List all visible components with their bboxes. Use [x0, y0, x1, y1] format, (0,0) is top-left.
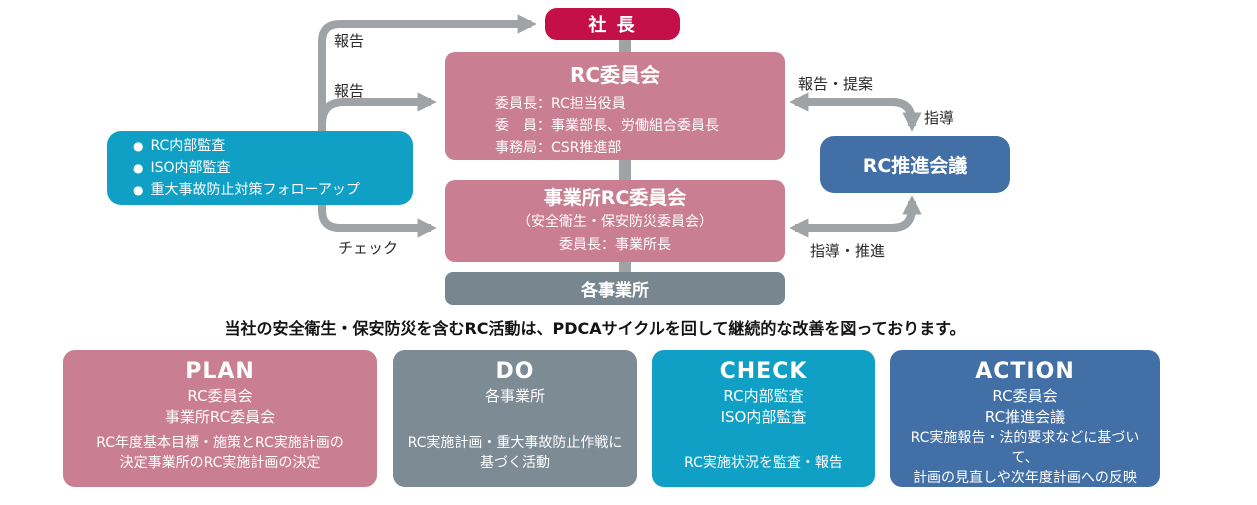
pdca-plan-desc-line: RC年度基本目標・施策とRC実施計画の [96, 435, 344, 451]
pdca-check-box: CHECK RC内部監査 ISO内部監査 RC実施状況を監査・報告 [652, 350, 875, 487]
audit-item: ● RC内部監査 [133, 135, 413, 157]
site-rc-title: 事業所RC委員会 [543, 187, 687, 209]
pdca-plan-desc-line: 決定事業所のRC実施計画の決定 [119, 455, 321, 471]
sites-box: 各事業所 [445, 272, 785, 305]
pdca-check-title: CHECK [719, 359, 808, 384]
arrow-up-into-promotion [891, 195, 922, 232]
pdca-plan-desc: RC年度基本目標・施策とRC実施計画の 決定事業所のRC実施計画の決定 [96, 433, 344, 473]
label-guidance-promotion: 指導・推進 [810, 242, 886, 260]
bullet-icon: ● [133, 183, 144, 197]
arrow-report-to-rc-committee [318, 92, 437, 125]
president-box: 社 長 [545, 8, 680, 40]
audit-item-label: RC内部監査 [150, 138, 226, 154]
label-check: チェック [338, 239, 399, 257]
pdca-action-desc: RC実施報告・法的要求などに基づいて、 計画の見直しや次年度計画への反映 [898, 428, 1152, 488]
pdca-action-org: RC委員会 [992, 387, 1058, 405]
pdca-action-org: RC推進会議 [984, 408, 1066, 426]
label-report-proposal: 報告・提案 [798, 75, 874, 93]
rc-committee-line: 事務局：CSR推進部 [495, 140, 622, 156]
pdca-action-desc-line: RC実施報告・法的要求などに基づいて、 [910, 430, 1140, 466]
joint-rc-siterc [619, 156, 631, 182]
pdca-do-desc-line: 基づく活動 [480, 455, 550, 471]
rc-committee-title: RC委員会 [569, 63, 661, 87]
pdca-action-title: ACTION [975, 359, 1075, 384]
arrow-check-to-site-rc [318, 120, 437, 238]
rc-committee-box: RC委員会 委員長：RC担当役員 委 員：事業部長、労働組合委員長 事務局：CS… [445, 52, 785, 160]
arrow-report-to-president [318, 14, 537, 122]
pdca-do-desc-line: RC実施計画・重大事故防止作戦に [407, 435, 623, 451]
rc-promotion-box: RC推進会議 [820, 136, 1010, 193]
label-report-mid: 報告 [334, 82, 365, 100]
label-report-top: 報告 [334, 32, 365, 50]
rc-committee-line: 委員長：RC担当役員 [495, 96, 626, 112]
pdca-do-desc: RC実施計画・重大事故防止作戦に 基づく活動 [408, 433, 623, 473]
audit-item: ● ISO内部監査 [133, 157, 413, 179]
pdca-caption: 当社の安全衛生・保安防災を含むRC活動は、PDCAサイクルを回して継続的な改善を… [224, 319, 966, 338]
pdca-plan-org: RC委員会 [187, 387, 253, 405]
arrow-guidance-to-promotion [891, 98, 922, 132]
site-rc-line: 委員長：事業所長 [559, 237, 671, 253]
joint-president-rc [619, 36, 631, 54]
pdca-check-desc-line: RC実施状況を監査・報告 [684, 455, 843, 471]
audit-item: ● 重大事故防止対策フォローアップ [133, 179, 413, 201]
site-rc-line: （安全衛生・保安防災委員会） [517, 214, 713, 230]
site-rc-committee-box: 事業所RC委員会 （安全衛生・保安防災委員会） 委員長：事業所長 [445, 180, 785, 262]
audit-item-label: 重大事故防止対策フォローアップ [150, 182, 360, 198]
audit-list-box: ● RC内部監査 ● ISO内部監査 ● 重大事故防止対策フォローアップ [107, 131, 413, 205]
pdca-do-org: 各事業所 [484, 387, 545, 405]
pdca-check-org: ISO内部監査 [720, 408, 807, 426]
pdca-do-box: DO 各事業所 RC実施計画・重大事故防止作戦に 基づく活動 [393, 350, 637, 487]
pdca-action-desc-line: 計画の見直しや次年度計画への反映 [913, 470, 1137, 486]
pdca-check-org: RC内部監査 [723, 387, 804, 405]
bullet-icon: ● [133, 161, 144, 175]
bullet-icon: ● [133, 139, 144, 153]
pdca-check-desc: RC実施状況を監査・報告 [684, 453, 843, 473]
pdca-do-title: DO [495, 359, 535, 384]
rc-committee-line: 委 員：事業部長、労働組合委員長 [495, 118, 719, 134]
joint-siterc-sites [619, 258, 631, 274]
audit-item-label: ISO内部監査 [150, 160, 231, 176]
label-guidance: 指導 [924, 109, 955, 127]
pdca-plan-box: PLAN RC委員会 事業所RC委員会 RC年度基本目標・施策とRC実施計画の … [63, 350, 377, 487]
pdca-action-box: ACTION RC委員会 RC推進会議 RC実施報告・法的要求などに基づいて、 … [890, 350, 1160, 487]
pdca-plan-title: PLAN [185, 359, 255, 384]
pdca-plan-org: 事業所RC委員会 [164, 408, 276, 426]
